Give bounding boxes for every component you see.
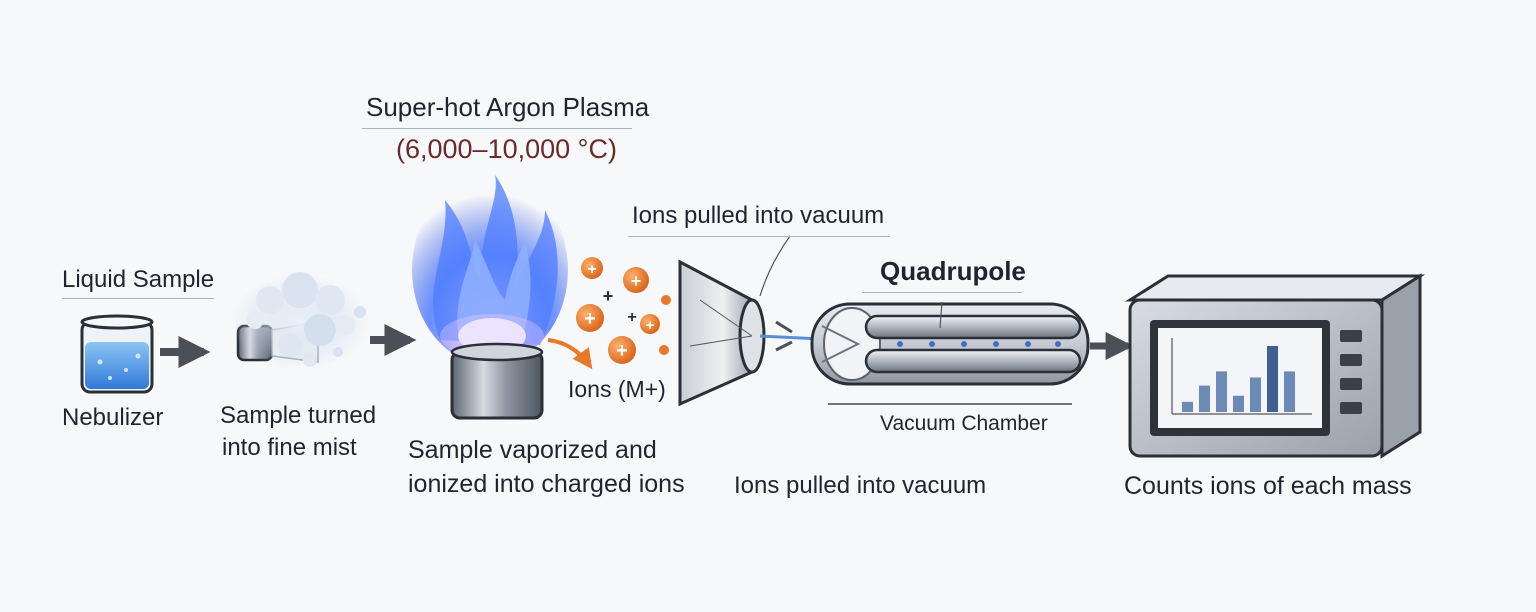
control-button	[1340, 378, 1362, 390]
leader-line	[939, 301, 943, 329]
vacuum-chamber-label: Vacuum Chamber	[880, 412, 1048, 435]
control-button	[1340, 402, 1362, 414]
leader-line	[759, 235, 791, 297]
quadrupole-underline	[862, 260, 1022, 293]
ions-label: Ions (M+)	[568, 376, 666, 402]
svg-text:+: +	[646, 317, 655, 334]
ion-icon: +	[640, 314, 660, 334]
ion-arrow	[547, 338, 593, 370]
svg-text:+: +	[616, 340, 628, 362]
charge-symbol: +	[603, 286, 614, 306]
quadrupole-label: Quadrupole	[880, 256, 1026, 286]
spectrum-bar	[1284, 371, 1295, 412]
spectrum-bar	[1216, 371, 1227, 412]
liquid-sample-label: Liquid Sample	[62, 266, 215, 299]
counts-label: Counts ions of each mass	[1124, 472, 1412, 500]
ion-icon: +	[623, 267, 649, 293]
svg-text:+: +	[631, 271, 642, 291]
mist-label-line2: into fine mist	[222, 434, 357, 461]
control-button	[1340, 330, 1362, 342]
ion-icon: +	[581, 257, 603, 279]
plasma-title: Super-hot Argon Plasma	[366, 92, 650, 122]
ions-vacuum-top-label: Ions pulled into vacuum	[632, 202, 885, 229]
plasma-title-underline	[362, 96, 632, 129]
spectrum-bar	[1199, 385, 1210, 412]
interface-cone	[678, 259, 766, 407]
plasma-flame	[412, 175, 568, 365]
ions-vacuum-bottom-label: Ions pulled into vacuum	[734, 472, 987, 499]
charge-symbol: +	[627, 309, 636, 326]
ion-cluster: + + + + + + +	[576, 257, 671, 364]
spectrum-bar	[1182, 401, 1193, 412]
nebulizer-label: Nebulizer	[62, 404, 164, 431]
ion-dot	[659, 345, 669, 355]
beaker-icon	[80, 314, 154, 394]
beam-chevrons	[775, 320, 793, 352]
torch-icon	[450, 342, 544, 420]
ion-icon: +	[576, 304, 604, 332]
vaporized-label-line2: ionized into charged ions	[408, 470, 685, 498]
quadrupole-rods	[864, 314, 1082, 374]
ion-icon: +	[608, 336, 636, 364]
detector-monitor	[1124, 273, 1426, 459]
vaporized-label-line1: Sample vaporized and	[408, 436, 657, 464]
spectrum-bar	[1267, 346, 1278, 412]
ions-vacuum-top-underline	[628, 206, 890, 237]
svg-text:+: +	[587, 261, 596, 278]
mist-label-line1: Sample turned	[220, 402, 377, 429]
spectrum-bar	[1233, 395, 1244, 412]
plasma-temperature: (6,000–10,000 °C)	[396, 134, 617, 164]
mist-cloud	[230, 272, 370, 370]
spectrum-bar	[1250, 377, 1261, 412]
control-button	[1340, 354, 1362, 366]
mass-spectrum-chart	[1171, 338, 1312, 415]
svg-text:+: +	[584, 308, 596, 330]
ion-dot	[661, 295, 671, 305]
